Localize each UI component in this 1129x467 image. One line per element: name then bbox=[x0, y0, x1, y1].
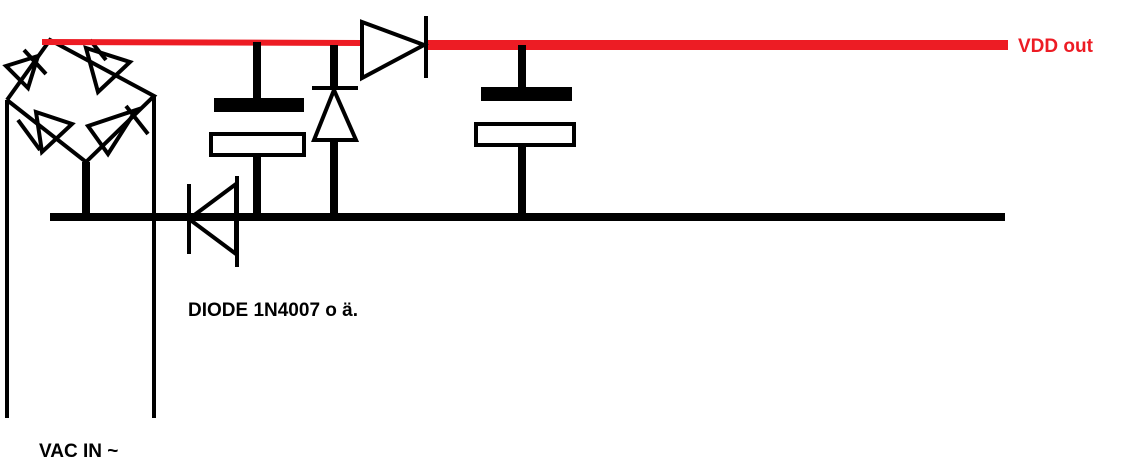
bridge-rectifier bbox=[2, 37, 158, 217]
vdd-out-label: VDD out bbox=[1018, 36, 1093, 57]
series-diode bbox=[360, 16, 429, 82]
bridge-diode-3 bbox=[16, 109, 76, 157]
vac-in-label: VAC IN ~ bbox=[39, 441, 119, 462]
vdd-rail bbox=[41, 39, 1008, 50]
capacitor-2 bbox=[474, 45, 576, 217]
bridge-diode-4 bbox=[84, 104, 150, 158]
vac-input-leads bbox=[5, 96, 156, 418]
bridge-diode-2 bbox=[83, 38, 134, 96]
bridge-diode-1 bbox=[2, 48, 48, 92]
clamp-diode bbox=[311, 45, 360, 217]
diode-note-label: DIODE 1N4007 o ä. bbox=[188, 300, 359, 321]
ground-diode bbox=[185, 176, 239, 267]
capacitor-1 bbox=[209, 42, 306, 217]
